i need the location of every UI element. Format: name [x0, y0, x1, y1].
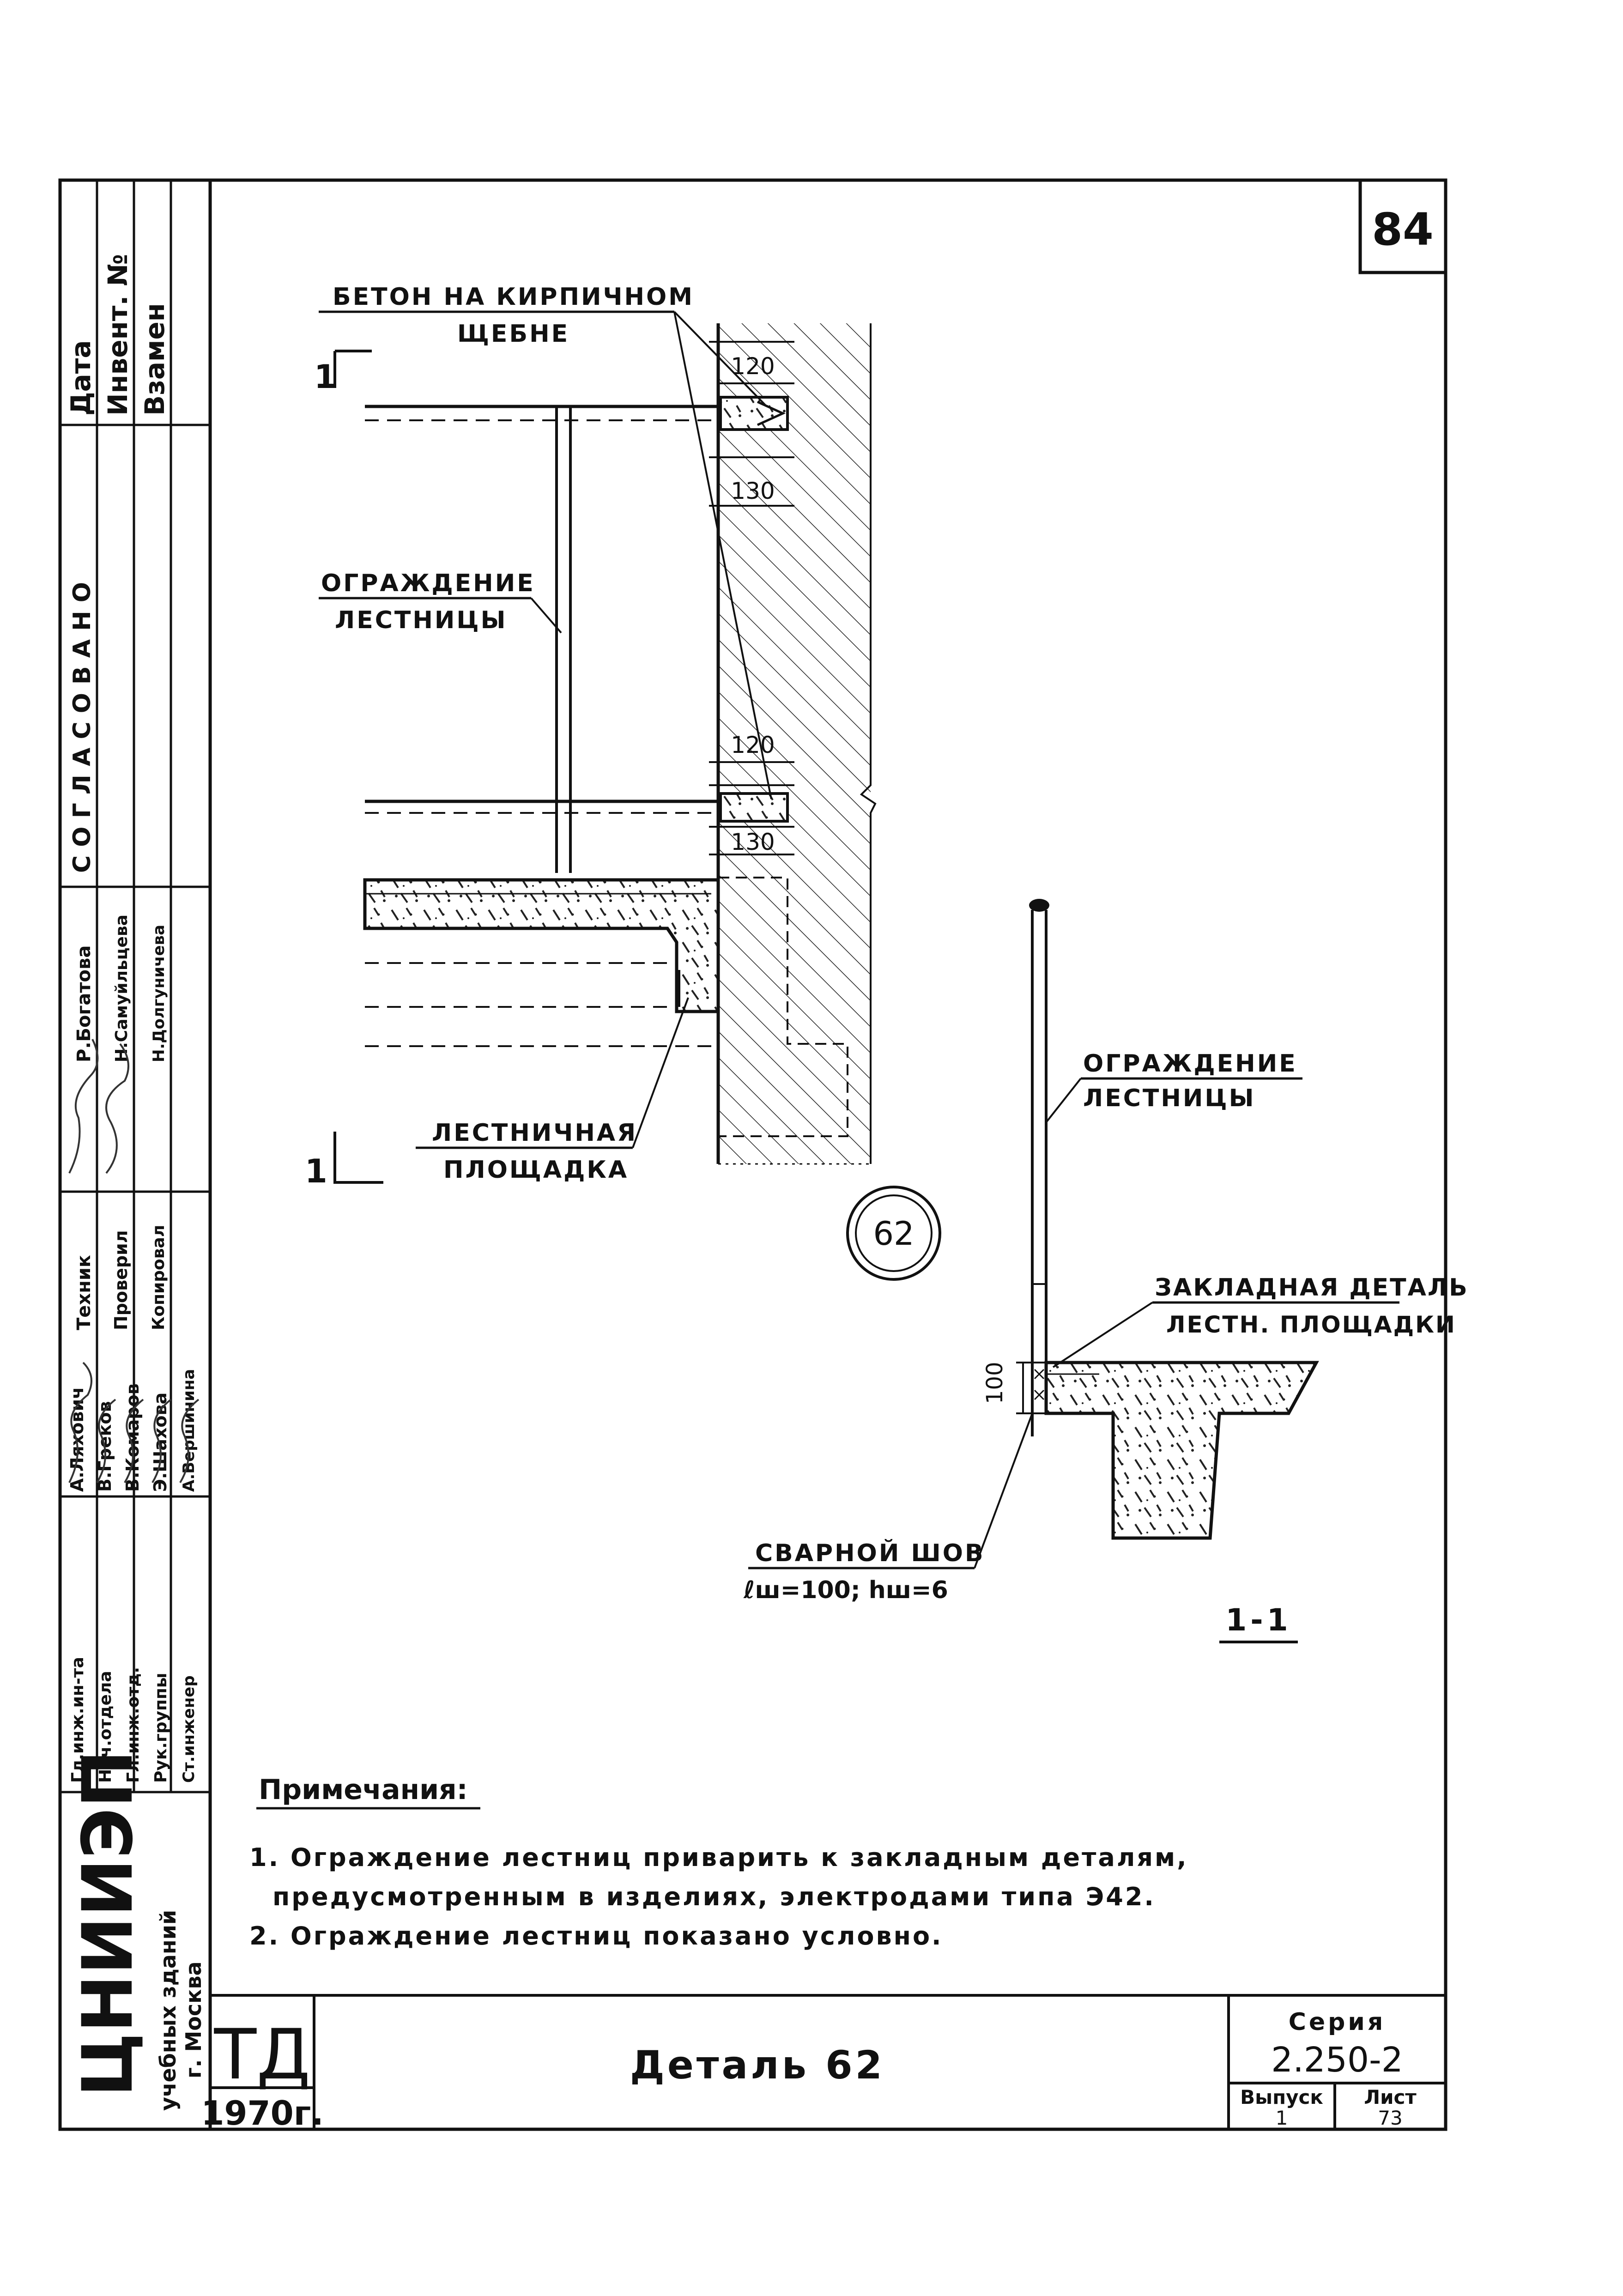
dim-130-bottom: 130 — [731, 829, 775, 855]
stamp-left-name-3: В.Комаров — [122, 1383, 143, 1492]
sheet-frame — [58, 178, 1447, 2131]
label-embedded: ЗАКЛАДНАЯ ДЕТАЛЬ ЛЕСТН. ПЛОЩАДКИ — [1052, 1274, 1469, 1368]
dim-120-bottom: 120 — [731, 732, 775, 758]
sheet-value: 73 — [1378, 2107, 1402, 2129]
issue-label: Выпуск — [1240, 2086, 1323, 2108]
series-label: Серия — [1289, 2008, 1386, 2036]
sheet-number-box: 84 — [1358, 180, 1446, 274]
label-concrete-1: БЕТОН НА КИРПИЧНОМ — [333, 283, 694, 311]
sheet-number: 84 — [1372, 204, 1434, 255]
org-name: ЦНИИЭП — [68, 1750, 148, 2097]
dim-100: 100 — [982, 1362, 1008, 1404]
section-slab — [1016, 1361, 1319, 1540]
title-block — [210, 1994, 1446, 2129]
label-railing-a: ОГРАЖДЕНИЕ ЛЕСТНИЦЫ — [319, 569, 562, 634]
issue-value: 1 — [1276, 2107, 1288, 2129]
stamp-left-name-4: Э.Шахова — [150, 1393, 170, 1492]
detail-ref: 62 — [846, 1186, 941, 1281]
note-1-cont: предусмотренным в изделиях, электродами … — [273, 1882, 1156, 1911]
stamp-right-role-1: Техник — [73, 1255, 95, 1330]
organization-block: ЦНИИЭП учебных зданий г. Москва — [68, 1750, 206, 2111]
side-stamp — [60, 180, 210, 1793]
label-concrete-2: ЩЕБНЕ — [457, 320, 569, 348]
stamp-left-role-2: Нач.отдела — [96, 1671, 115, 1783]
cut-mark-top: 1 — [314, 350, 372, 396]
upper-rail — [365, 396, 789, 431]
stamp-header-inventory: Инвент. № — [102, 254, 133, 416]
cut-mark-bottom: 1 — [305, 1132, 383, 1190]
sheet-label: Лист — [1364, 2086, 1417, 2108]
td-mark: ТД — [214, 2015, 311, 2095]
label-railing-a-2: ЛЕСТНИЦЫ — [335, 606, 508, 634]
cut-mark-top-label: 1 — [314, 358, 337, 396]
wall-dimensions — [709, 341, 794, 855]
label-weld-1: СВАРНОЙ ШОВ — [755, 1539, 985, 1567]
series-value: 2.250-2 — [1271, 2040, 1403, 2080]
org-subtitle: учебных зданий — [156, 1910, 181, 2111]
year: 1970г. — [201, 2094, 323, 2132]
stamp-right-role-3: Копировал — [149, 1225, 168, 1330]
note-1: 1. Ограждение лестниц приварить к заклад… — [249, 1843, 1188, 1872]
label-landing-1: ЛЕСТНИЧНАЯ — [432, 1119, 637, 1147]
stamp-header-date: Дата — [65, 340, 97, 416]
stamp-right-name-3: Н.Долгуничева — [150, 925, 168, 1062]
stamp-left-role-4: Рук.группы — [151, 1673, 170, 1783]
label-landing: ЛЕСТНИЧНАЯ ПЛОЩАДКА — [416, 997, 689, 1184]
side-stamp-text: Дата Инвент. № Взамен С О Г Л А С О В А … — [65, 254, 198, 1783]
stamp-right-role-2: Проверил — [111, 1230, 131, 1330]
stamp-header-replaces: Взамен — [139, 303, 170, 416]
label-railing-a-1: ОГРАЖДЕНИЕ — [321, 569, 535, 597]
section-title: 1-1 — [1219, 1602, 1298, 1643]
railing-post — [555, 406, 572, 873]
stamp-left-role-5: Ст.инженер — [180, 1675, 198, 1783]
label-embedded-1: ЗАКЛАДНАЯ ДЕТАЛЬ — [1155, 1274, 1469, 1302]
label-landing-2: ПЛОЩАДКА — [443, 1156, 629, 1184]
label-embedded-2: ЛЕСТН. ПЛОЩАДКИ — [1166, 1311, 1456, 1338]
notes: Примечания: 1. Ограждение лестниц привар… — [249, 1774, 1188, 1951]
note-2: 2. Ограждение лестниц показано условно. — [249, 1921, 943, 1951]
notes-title: Примечания: — [259, 1774, 468, 1806]
drawing-title: Деталь 62 — [630, 2042, 885, 2088]
section-mark: 1-1 — [1225, 1602, 1291, 1638]
landing-slab — [363, 877, 848, 1137]
section-post — [1029, 899, 1049, 1436]
lower-rail — [365, 792, 789, 823]
wall — [716, 323, 877, 1165]
label-weld: СВАРНОЙ ШОВ ℓш=100; hш=6 — [743, 1413, 1033, 1604]
label-railing-b-2: ЛЕСТНИЦЫ — [1083, 1084, 1256, 1112]
signatures — [68, 1039, 200, 1484]
org-city: г. Москва — [181, 1961, 206, 2078]
detail-ref-number: 62 — [873, 1215, 914, 1253]
label-railing-b-1: ОГРАЖДЕНИЕ — [1083, 1050, 1297, 1078]
stamp-right-name-1: Р.Богатова — [73, 945, 95, 1062]
cut-mark-bottom-label: 1 — [305, 1152, 327, 1190]
stamp-right-name-2: Н.Самуйльцева — [112, 915, 131, 1062]
stamp-left-role-1: Гл.инж.ин-та — [68, 1657, 87, 1783]
dim-120-top: 120 — [731, 353, 775, 380]
label-weld-2: ℓш=100; hш=6 — [743, 1576, 948, 1604]
stamp-agreed: С О Г Л А С О В А Н О — [68, 582, 96, 873]
label-concrete: БЕТОН НА КИРПИЧНОМ ЩЕБНЕ — [319, 283, 772, 800]
label-railing-b: ОГРАЖДЕНИЕ ЛЕСТНИЦЫ — [1045, 1050, 1302, 1123]
stamp-left-role-3: Гл.инж.отд. — [124, 1667, 143, 1783]
dim-130-top: 130 — [731, 478, 775, 504]
